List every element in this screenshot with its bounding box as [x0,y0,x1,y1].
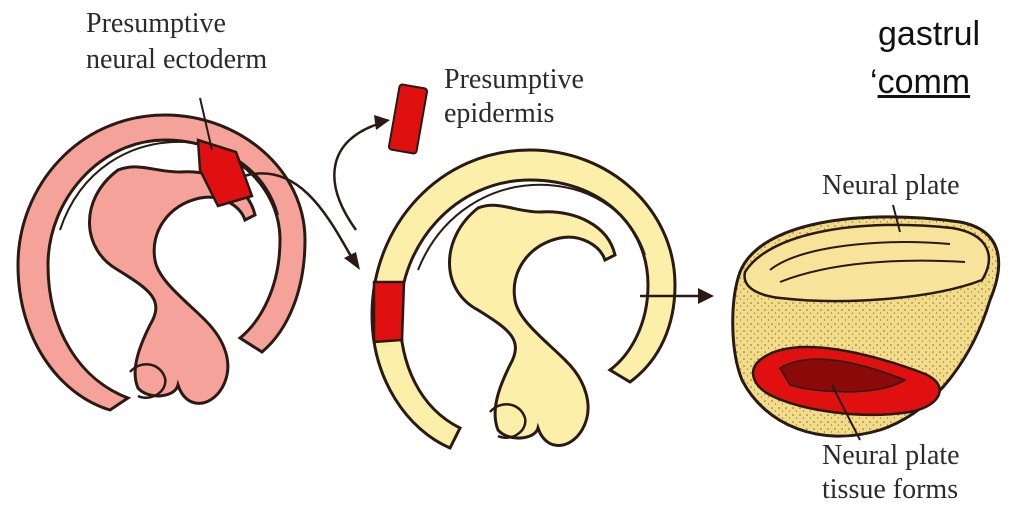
label-neural-plate: Neural plate [822,170,960,202]
label-presumptive-epidermis-line2: epidermis [444,98,554,130]
host-embryo [372,150,675,448]
label-presumptive-neural-line2: neural ectoderm [86,44,267,76]
cropped-text-line2: ‘comm [870,62,970,102]
cropped-text-quote: ‘ [870,63,878,101]
cropped-text-underlined: comm [878,63,971,101]
label-neural-plate-tissue-line1: Neural plate [822,440,960,472]
donor-to-host-arrowhead [344,252,360,270]
removed-epidermis-piece [388,84,427,154]
label-presumptive-epidermis-line1: Presumptive [444,64,584,96]
host-to-piece-arrow [334,124,378,230]
label-presumptive-neural-line1: Presumptive [86,8,226,40]
host-inner-body [450,205,616,445]
cropped-text-line1: gastrul [878,14,980,54]
host-graft-region [374,282,404,342]
donor-embryo [18,98,305,410]
host-to-piece-arrowhead [374,115,390,130]
result-embryo [733,205,999,440]
label-neural-plate-tissue-line2: tissue forms [822,474,958,506]
host-to-result-arrowhead [698,288,714,304]
